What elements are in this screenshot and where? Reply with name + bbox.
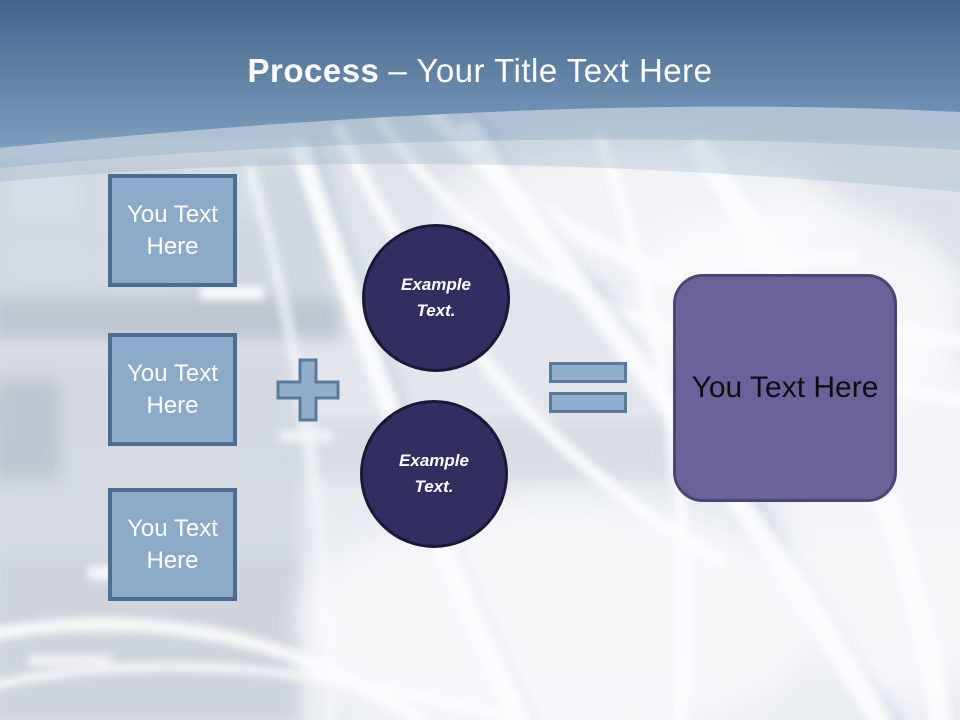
input-box-1[interactable]: You Text Here (108, 174, 237, 287)
header-swoosh-1 (0, 106, 960, 168)
equals-icon[interactable] (549, 392, 627, 413)
example-circle-1-label: Example Text. (401, 275, 471, 320)
example-circle-1[interactable]: Example Text. (362, 224, 510, 372)
input-box-3[interactable]: You Text Here (108, 488, 237, 601)
result-box-label: You Text Here (691, 371, 879, 404)
example-circle-2[interactable]: Example Text. (360, 400, 508, 548)
result-box[interactable]: You Text Here (673, 274, 897, 502)
plus-icon[interactable] (274, 356, 342, 424)
input-box-2-label: You Text Here (127, 359, 218, 419)
slide-title-keyword: Process (247, 52, 380, 89)
input-box-2[interactable]: You Text Here (108, 333, 237, 446)
header-swoosh-2 (0, 139, 960, 192)
example-circle-2-label: Example Text. (399, 451, 469, 496)
input-box-3-label: You Text Here (127, 514, 218, 574)
equals-icon[interactable] (549, 362, 627, 383)
header-band (0, 0, 960, 148)
input-box-1-label: You Text Here (127, 200, 218, 260)
slide-title-text: – Your Title Text Here (388, 52, 713, 89)
slide-title[interactable]: Process– Your Title Text Here (0, 52, 960, 90)
